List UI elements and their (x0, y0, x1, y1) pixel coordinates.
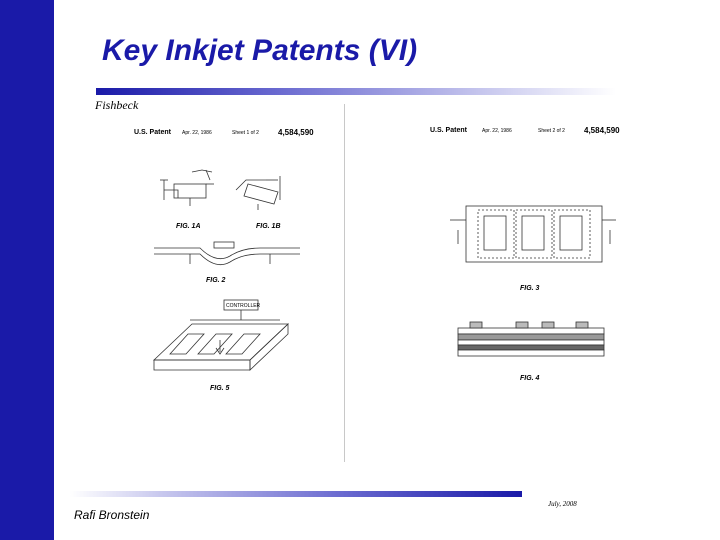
fig-1b-drawing (235, 176, 281, 210)
slide-title: Key Inkjet Patents (VI) (102, 34, 418, 67)
patent-sheet-1: U.S. Patent Apr. 22, 1986 Sheet 1 of 2 4… (134, 128, 314, 392)
sheet1-date: Apr. 22, 1986 (182, 130, 212, 136)
fig-3-label: FIG. 3 (520, 285, 540, 292)
slide-date: July, 2008 (548, 500, 577, 508)
left-accent-bar (0, 0, 54, 540)
sheet1-header: U.S. Patent (134, 129, 172, 136)
fig-3-drawing (450, 205, 616, 263)
fig-5-label: FIG. 5 (210, 385, 230, 392)
fig-1b-label: FIG. 1B (256, 223, 281, 230)
author-label-bottom: Rafi Bronstein (74, 508, 150, 522)
patent-sheet-2: U.S. Patent Apr. 22, 1986 Sheet 2 of 2 4… (430, 126, 620, 382)
sheet-divider (344, 104, 345, 462)
author-label-top: Fishbeck (95, 98, 139, 112)
fig-4-drawing (457, 321, 605, 357)
fig-1a-label: FIG. 1A (176, 223, 201, 230)
title-rule (96, 88, 616, 95)
footer-rule (70, 491, 522, 497)
sheet2-number: 4,584,590 (584, 126, 620, 135)
fig-2-drawing (154, 241, 300, 266)
sheet1-number: 4,584,590 (278, 128, 314, 137)
fig-2-label: FIG. 2 (206, 277, 226, 284)
sheet1-sheet: Sheet 1 of 2 (232, 130, 259, 136)
controller-label: CONTROLLER (226, 303, 261, 309)
patent-drawings: U.S. Patent Apr. 22, 1986 Sheet 1 of 2 4… (134, 126, 620, 392)
fig-4-label: FIG. 4 (520, 375, 540, 382)
fig-5-drawing: CONTROLLER (152, 299, 290, 371)
sheet2-date: Apr. 22, 1986 (482, 128, 512, 134)
sheet2-sheet: Sheet 2 of 2 (538, 128, 565, 134)
fig-1a-drawing (160, 169, 214, 206)
sheet2-header: U.S. Patent (430, 127, 468, 134)
